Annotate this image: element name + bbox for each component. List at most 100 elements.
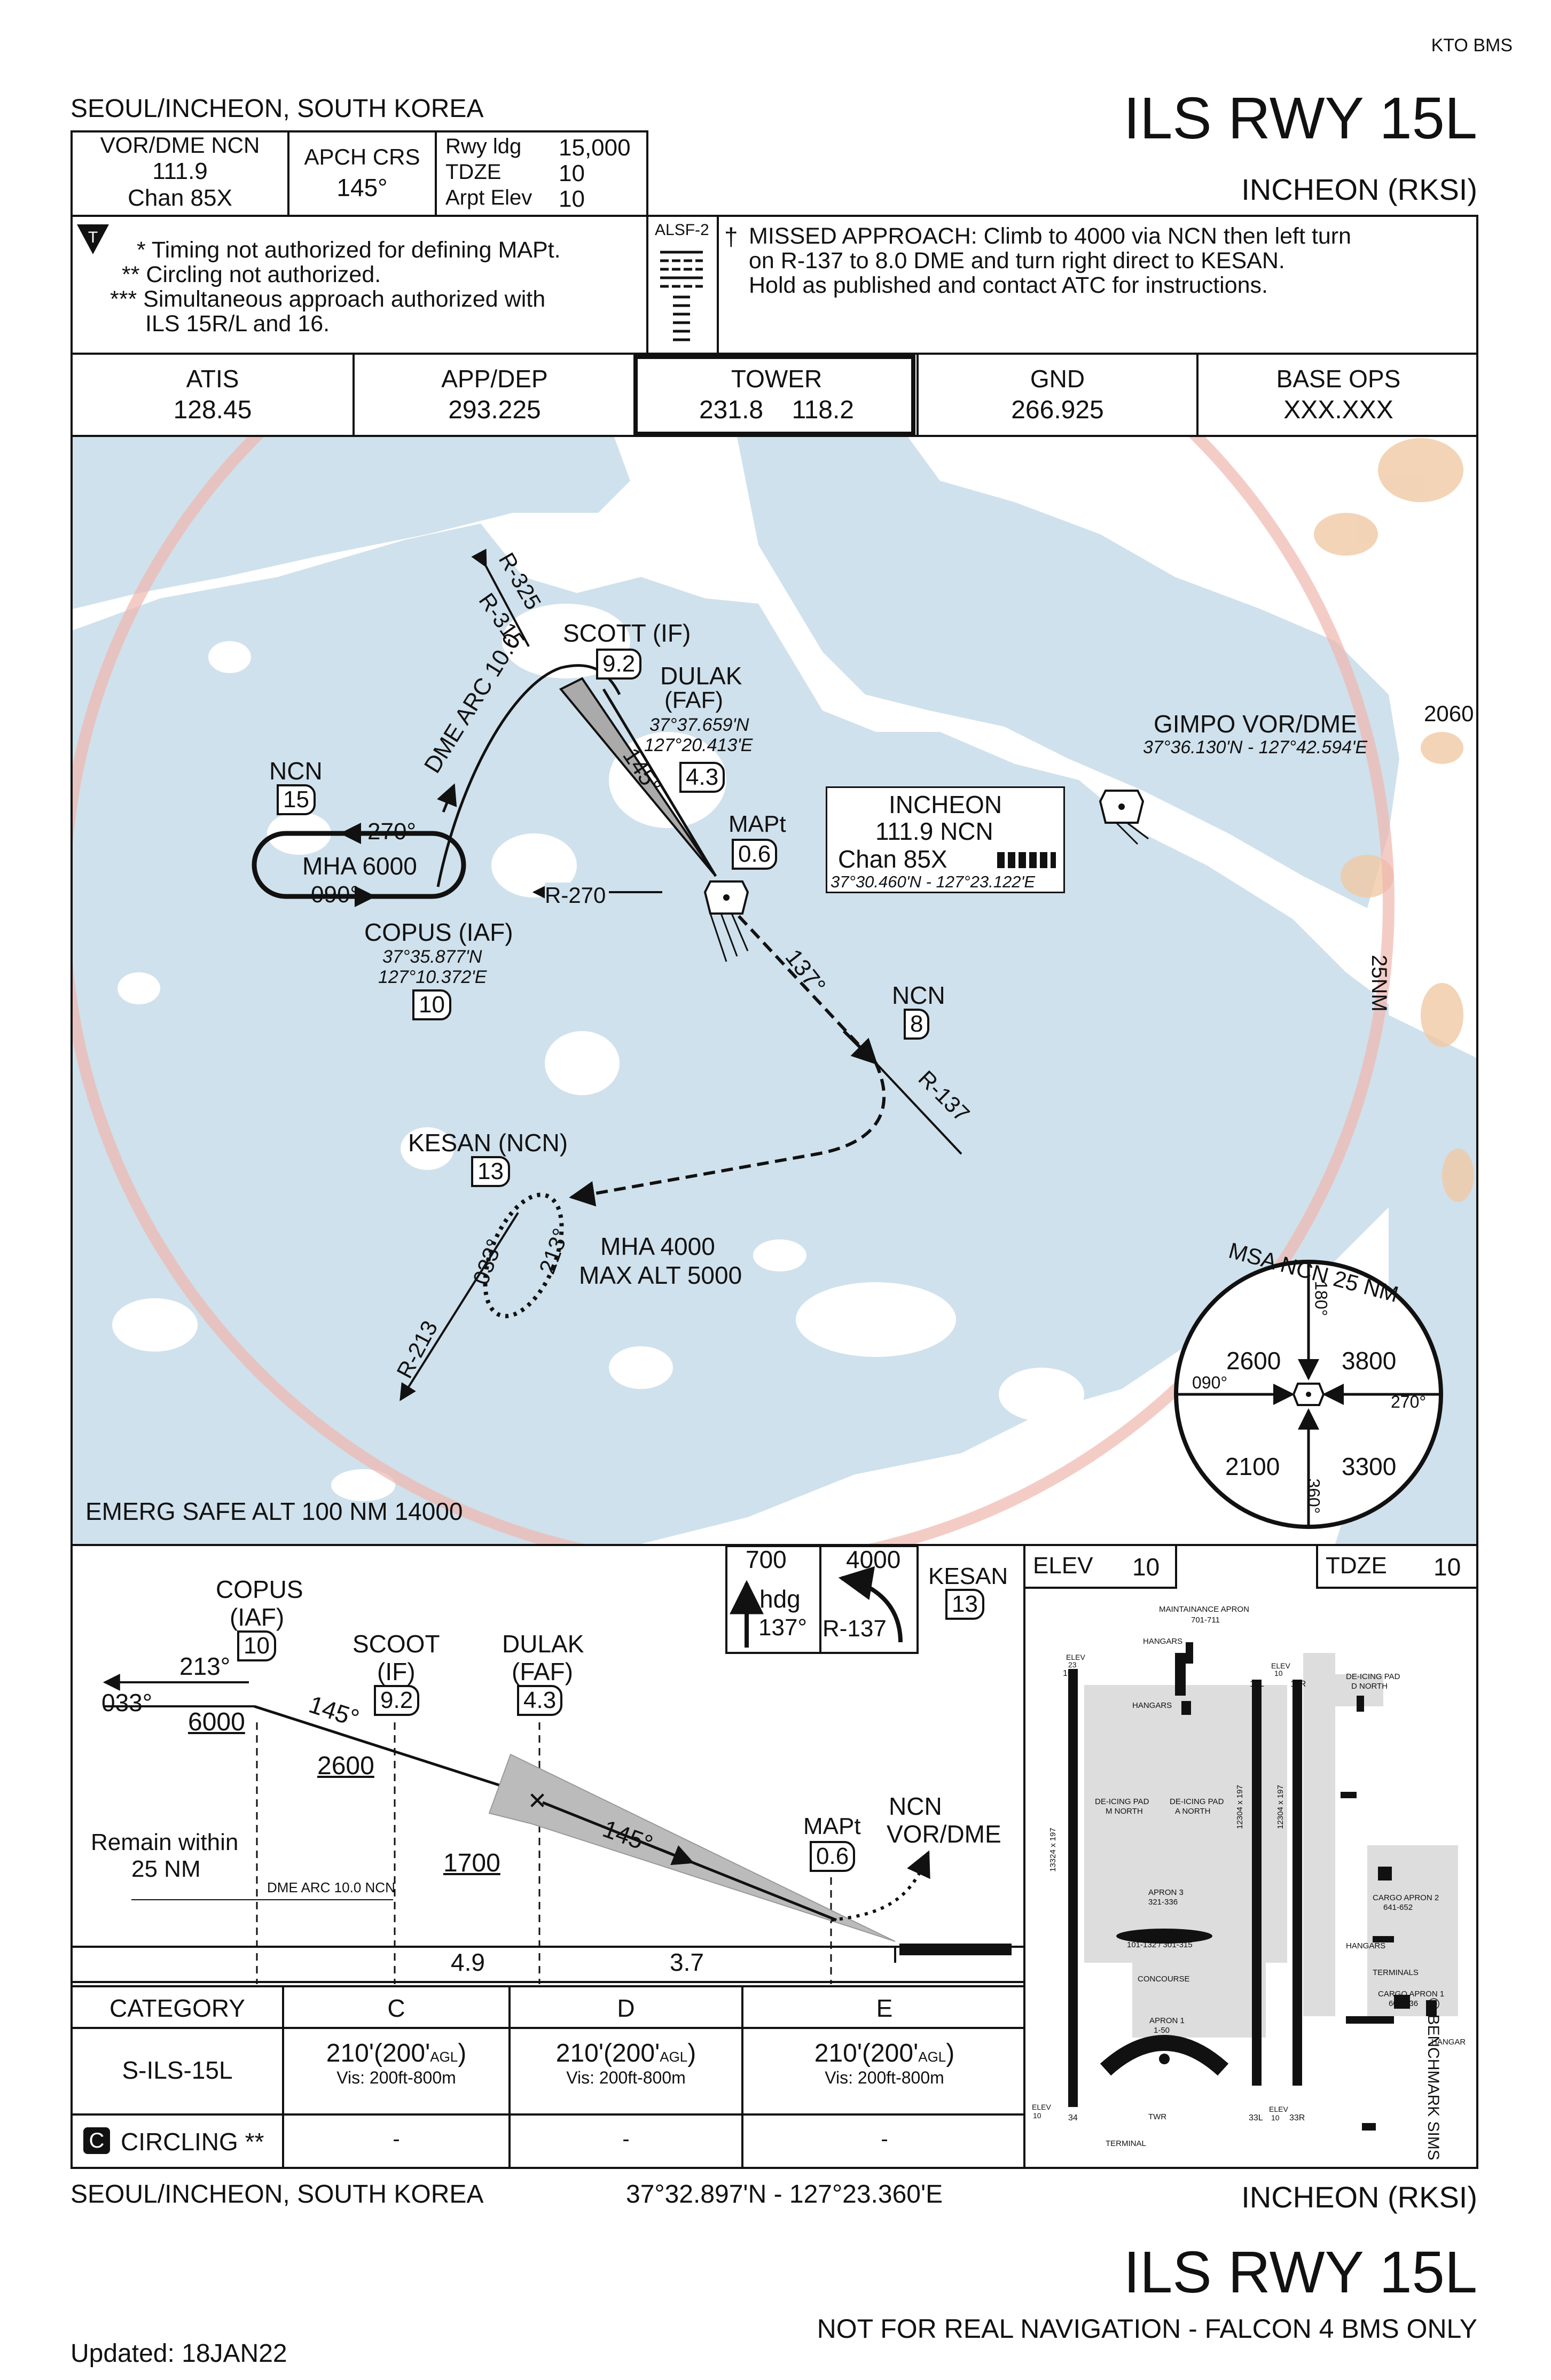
dist-3-7: 3.7: [670, 1948, 704, 1976]
missed-hdg-label: hdg: [759, 1585, 801, 1613]
tdze-label: TDZE: [445, 160, 502, 184]
dme-arc-profile-label: DME ARC 10.0 NCN: [267, 1879, 395, 1895]
incheon-nav-name: INCHEON: [888, 791, 1002, 818]
dulak-role: (FAF): [664, 687, 723, 713]
ad-twr: TWR: [1148, 2112, 1167, 2121]
ad-elev-d: ELEV: [1269, 2105, 1288, 2113]
island-shapes: [112, 604, 1084, 1501]
tdze-value: 10: [1434, 1553, 1461, 1581]
ad-rwy1-dims: 13324 x 197: [1048, 1828, 1058, 1872]
elev-value: 10: [1132, 1553, 1160, 1581]
ncn-profile-label: NCN: [889, 1792, 942, 1820]
hold-mha-label: MHA 6000: [302, 852, 417, 880]
dulak-lon: 127°20.413'E: [644, 735, 753, 755]
holding-pattern-south: [483, 1192, 564, 1318]
incheon-nav-coords: 37°30.460'N - 127°23.122'E: [831, 872, 1036, 891]
ad-deicing-m2: M NORTH: [1106, 1807, 1143, 1816]
hold-south-mha: MHA 4000: [600, 1232, 715, 1260]
missed-approach-arc: [831, 1855, 929, 1922]
airport-layout: [1068, 1642, 1458, 2131]
crs-033-label: 033°: [101, 1689, 153, 1716]
ad-terminals: TERMINALS: [1373, 1968, 1419, 1977]
scoot-profile-label: SCOOT: [352, 1630, 440, 1658]
emerg-safe-alt: EMERG SAFE ALT 100 NM 14000: [85, 1497, 463, 1525]
nav-label: VOR/DME NCN: [100, 132, 260, 158]
footer-title: ILS RWY 15L: [1123, 2239, 1477, 2305]
ad-maint-sub: 701-711: [1191, 1616, 1220, 1625]
missed-alt-4000: 4000: [846, 1546, 901, 1573]
dulak-label: DULAK: [660, 662, 742, 690]
water-areas: [73, 437, 1476, 1544]
ad-hangars2: HANGARS: [1132, 1701, 1172, 1710]
ring-25nm-label: 25NM: [1367, 955, 1391, 1012]
msa-nw: 2600: [1226, 1347, 1281, 1375]
hold-outbound-label: 090°: [311, 881, 360, 908]
missed-approach-path: [576, 901, 886, 1198]
ad-rwy34: 34: [1068, 2113, 1078, 2123]
hold-inbound-label: 270°: [367, 818, 417, 845]
ad-hangars1: HANGARS: [1143, 1637, 1183, 1646]
kesan-label: KESAN (NCN): [408, 1129, 568, 1157]
ad-rwy16: 16: [1063, 1669, 1072, 1678]
ad-rwy3-dims: 12304 x 197: [1275, 1785, 1285, 1829]
missed-line-1: MISSED APPROACH: Climb to 4000 via NCN t…: [749, 223, 1351, 249]
arpt-elev-value: 10: [559, 186, 585, 212]
ad-elev-c-v: 10: [1033, 2111, 1041, 2120]
ad-apron1-sub: 1-50: [1154, 2026, 1170, 2035]
category-label: CATEGORY: [109, 1994, 245, 2022]
rwy-ldg-label: Rwy ldg: [445, 135, 522, 158]
ad-apron3-sub: 321-336: [1148, 1898, 1178, 1907]
final-course-line: [602, 688, 717, 877]
alt-2600-label: 2600: [317, 1752, 374, 1780]
dulak-profile-role: (FAF): [512, 1658, 573, 1685]
missed-line-3: Hold as published and contact ATC for in…: [749, 272, 1268, 298]
ad-rwy33r: 33R: [1289, 2113, 1305, 2123]
msa-circle: [1174, 1260, 1443, 1529]
dulak-profile-dme: 4.3: [517, 1685, 563, 1716]
ad-rwy33l: 33L: [1249, 2113, 1263, 2123]
apch-crs-box: APCH CRS 145°: [287, 130, 437, 217]
alsf-label: ALSF-2: [655, 221, 709, 239]
hold-south-max: MAX ALT 5000: [579, 1261, 742, 1289]
circling-c: -: [393, 2127, 400, 2151]
scoot-profile-dme: 9.2: [374, 1685, 420, 1716]
ad-concourse: CONCOURSE: [1138, 1975, 1190, 1984]
ad-elev-b: ELEV: [1271, 1661, 1290, 1670]
elevation-2060: 2060: [1424, 701, 1474, 726]
ncn15-dme-box: 15: [277, 784, 316, 815]
ad-hangars3: HANGARS: [1346, 1941, 1386, 1950]
apch-crs-value: 145°: [336, 174, 388, 201]
missed-hdg-value: 137°: [758, 1614, 808, 1641]
msa-b090: 090°: [1192, 1373, 1228, 1392]
dist-4-9: 4.9: [451, 1948, 485, 1976]
missed-line-2: on R-137 to 8.0 DME and turn right direc…: [749, 248, 1285, 274]
notes-divider-1: [646, 215, 648, 355]
footer-disclaimer: NOT FOR REAL NAVIGATION - FALCON 4 BMS O…: [817, 2314, 1477, 2344]
ad-elev-a: ELEV: [1066, 1653, 1085, 1661]
ad-elev-d-v: 10: [1271, 2113, 1280, 2122]
mapt-profile-dme: 0.6: [810, 1841, 856, 1872]
alt-6000-label: 6000: [188, 1708, 245, 1736]
note-2: ** Circling not authorized.: [122, 262, 381, 287]
notes-divider-2: [717, 215, 719, 355]
copus-profile-label: COPUS: [216, 1575, 303, 1603]
location-top: SEOUL/INCHEON, SOUTH KOREA: [70, 95, 484, 123]
ils-min-c: 210'(200'AGL) Vis: 200ft-800m: [326, 2039, 467, 2087]
plan-view-map: [73, 437, 1476, 1544]
elev-box: ELEV 10: [1025, 1546, 1177, 1589]
ils-row-name: S-ILS-15L: [122, 2056, 233, 2084]
scott-dme-box: 9.2: [596, 649, 642, 680]
notes-triangle-icon: T: [77, 224, 109, 254]
localizer-feather: [559, 677, 717, 877]
cat-e: E: [876, 1994, 893, 2022]
faf-maltese-cross: ✕: [528, 1788, 547, 1814]
missed-dagger: †: [724, 223, 738, 251]
airport-diagram: ELEV 10 TDZE 10: [1023, 1544, 1478, 2169]
ad-cargo1-sub: 601-636: [1389, 1999, 1419, 2008]
rwy-ldg-value: 15,000: [559, 135, 631, 161]
elev-label: ELEV: [1033, 1552, 1093, 1579]
scott-label: SCOTT (IF): [563, 619, 691, 647]
remain-within-label: Remain within: [91, 1829, 239, 1855]
ad-rwy2-dims: 12304 x 197: [1235, 1785, 1244, 1829]
note-1: * Timing not authorized for defining MAP…: [137, 237, 561, 263]
